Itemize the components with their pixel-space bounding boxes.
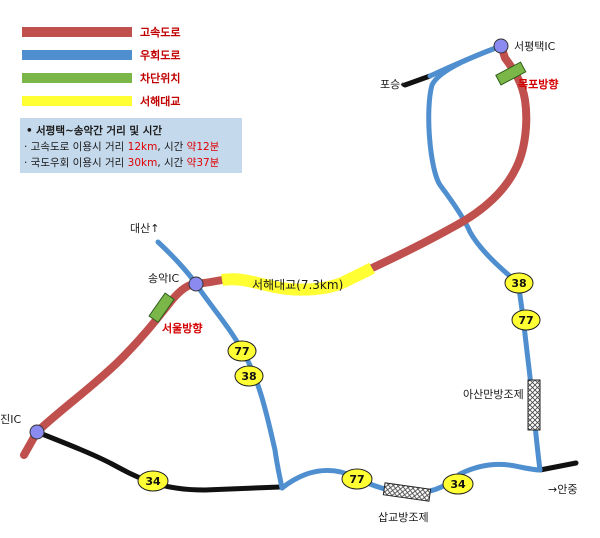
route-badge-77-south bbox=[341, 468, 373, 490]
legend-label-expressway: 고속도로 bbox=[140, 26, 180, 39]
detour-road-west bbox=[193, 281, 285, 491]
info-line-expressway-mid: , 시간 bbox=[157, 141, 186, 153]
seopyeongtaek-ic-label: 서평택IC bbox=[514, 40, 556, 53]
daesan-label: 대산↑ bbox=[130, 222, 159, 235]
expressway-west-segment bbox=[20, 276, 226, 459]
info-line-detour-time: 약37분 bbox=[187, 157, 220, 169]
info-bullet-icon: • bbox=[26, 125, 33, 137]
asan-bay-dam-marker bbox=[527, 379, 541, 431]
legend: 고속도로 우회도로 차단위치 서해대교 bbox=[22, 26, 180, 108]
seoul-direction-label: 서울방향 bbox=[162, 321, 202, 335]
route-badge-38-west bbox=[234, 365, 264, 387]
route-badge-77-east bbox=[511, 309, 541, 331]
legend-swatch-detour bbox=[22, 50, 132, 60]
legend-swatch-bridge bbox=[22, 96, 132, 106]
anjung-label: →안중 bbox=[548, 483, 577, 496]
info-line-expressway: · 고속도로 이용시 거리 12km, 시간 약12분 bbox=[24, 141, 220, 153]
expressway bbox=[20, 42, 531, 459]
blockage-marker-south bbox=[148, 292, 175, 324]
info-line-detour-distance: 30km bbox=[128, 157, 158, 169]
route-badge-77-south-label: 77 bbox=[349, 473, 364, 486]
sapgyo-dam-label: 삽교방조제 bbox=[378, 511, 429, 524]
route-badge-34-west-label: 34 bbox=[145, 475, 161, 488]
info-line-detour: · 국도우회 이용시 거리 30km, 시간 약37분 bbox=[24, 157, 220, 169]
route-badge-34-west bbox=[137, 470, 169, 492]
legend-swatch-blockage bbox=[22, 73, 132, 83]
route-badge-38-east-label: 38 bbox=[511, 277, 526, 290]
bridge-label: 서해대교(7.3km) bbox=[252, 278, 343, 292]
expressway-east-segment bbox=[368, 42, 531, 272]
legend-label-bridge: 서해대교 bbox=[140, 94, 180, 108]
legend-label-blockage: 차단위치 bbox=[140, 71, 180, 85]
seopyeongtaek-ic-icon bbox=[493, 38, 509, 54]
dangjin-ic-label: 당진IC bbox=[0, 413, 21, 426]
info-line-expressway-distance: 12km bbox=[128, 141, 158, 153]
info-box-background bbox=[20, 118, 242, 173]
info-line-expressway-prefix: · 고속도로 이용시 거리 bbox=[24, 141, 128, 153]
mokpo-direction-label: 목포방향 bbox=[518, 77, 558, 91]
black-road-southwest bbox=[34, 429, 283, 493]
route-badge-34-south bbox=[442, 473, 474, 495]
route-badge-77-west bbox=[227, 340, 257, 362]
interchanges bbox=[29, 38, 509, 440]
legend-swatch-expressway bbox=[22, 27, 132, 37]
legend-label-detour: 우회도로 bbox=[140, 48, 180, 62]
info-line-detour-mid: , 시간 bbox=[157, 157, 186, 169]
songak-ic-icon bbox=[188, 276, 204, 292]
black-road-posung bbox=[402, 73, 433, 88]
sapgyo-dam-marker bbox=[382, 482, 432, 502]
info-line-detour-prefix: · 국도우회 이용시 거리 bbox=[24, 157, 128, 169]
songak-ic-label: 송악IC bbox=[148, 272, 179, 285]
detour-road-east bbox=[426, 43, 543, 473]
black-road-anjung bbox=[537, 460, 579, 473]
asan-bay-dam-label: 아산만방조제 bbox=[463, 388, 524, 401]
local-roads bbox=[34, 73, 579, 493]
route-badges: 38 77 77 38 34 77 34 bbox=[137, 272, 541, 495]
route-badge-77-west-label: 77 bbox=[234, 345, 249, 358]
dangjin-ic-icon bbox=[29, 424, 45, 440]
info-box: • 서평택~송악간 거리 및 시간 · 고속도로 이용시 거리 12km, 시간… bbox=[20, 118, 242, 173]
blockage-marker-north bbox=[495, 61, 527, 86]
route-badge-38-west-label: 38 bbox=[241, 370, 256, 383]
route-badge-38-east bbox=[504, 272, 534, 294]
info-line-expressway-time: 약12분 bbox=[187, 141, 220, 153]
info-title: 서평택~송악간 거리 및 시간 bbox=[36, 124, 162, 137]
posung-label: 포승← bbox=[380, 78, 409, 91]
route-badge-34-south-label: 34 bbox=[450, 478, 466, 491]
seohae-bridge bbox=[221, 262, 375, 296]
route-badge-77-east-label: 77 bbox=[518, 314, 533, 327]
detour-roads bbox=[155, 43, 543, 496]
